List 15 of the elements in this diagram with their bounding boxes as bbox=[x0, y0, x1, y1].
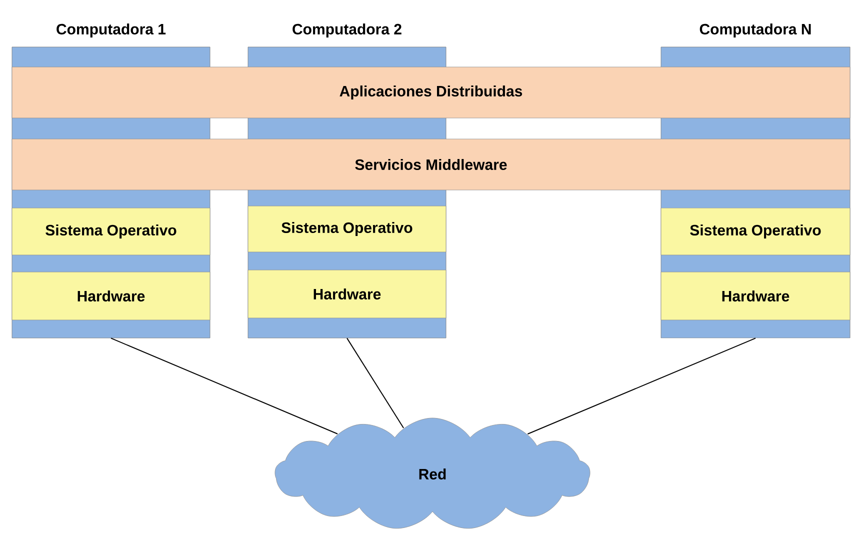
layer-box: Sistema Operativo bbox=[660, 208, 850, 256]
node-label: Computadora 1 bbox=[56, 23, 166, 38]
node-label: Computadora 2 bbox=[292, 23, 402, 38]
connector-line bbox=[346, 338, 404, 428]
layer-box: Hardware bbox=[660, 272, 850, 320]
layer-box: Sistema Operativo bbox=[12, 208, 210, 256]
connector-line bbox=[110, 338, 338, 434]
node-label: Computadora N bbox=[700, 23, 811, 38]
layer-band: Servicios Middleware bbox=[12, 138, 850, 190]
layer-box: Sistema Operativo bbox=[248, 206, 446, 252]
layer-band: Aplicaciones Distribuidas bbox=[12, 66, 850, 118]
layer-box: Hardware bbox=[12, 272, 210, 320]
network-cloud: Red bbox=[274, 418, 590, 529]
layer-box: Hardware bbox=[248, 270, 446, 318]
connector-line bbox=[527, 338, 756, 434]
